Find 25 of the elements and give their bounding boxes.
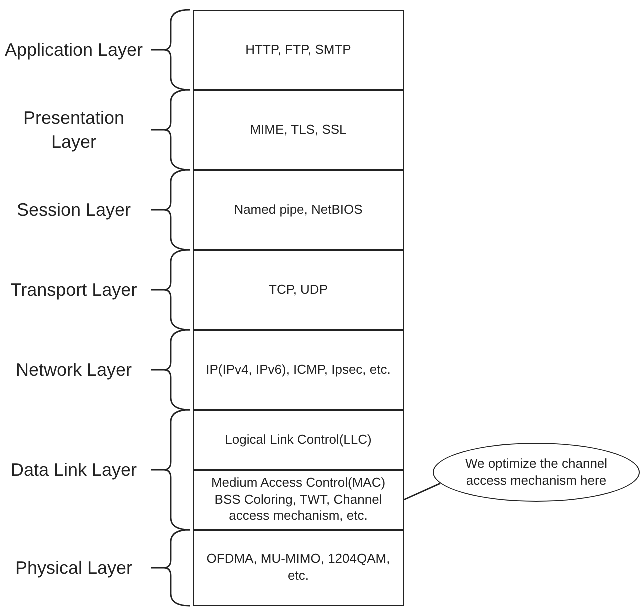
protocol-box <box>193 330 404 410</box>
protocol-box <box>193 530 404 606</box>
protocol-box <box>193 470 404 530</box>
layer-name: Presentation Layer <box>22 106 126 154</box>
layer-name: Data Link Layer <box>10 458 138 482</box>
layer-name: Application Layer <box>4 38 144 62</box>
connector-line <box>404 482 441 501</box>
box-text: Named pipe, NetBIOS <box>234 202 363 218</box>
protocol-box <box>193 250 404 330</box>
box-text: We optimize the channel access mechanism here <box>464 456 609 490</box>
box-text: TCP, UDP <box>269 282 328 298</box>
box-text: IP(IPv4, IPv6), ICMP, Ipsec, etc. <box>206 362 391 378</box>
protocol-box <box>193 10 404 90</box>
protocol-box <box>193 410 404 470</box>
protocol-box <box>193 170 404 250</box>
box-text: MIME, TLS, SSL <box>250 122 347 138</box>
layer-name: Physical Layer <box>14 556 134 580</box>
box-text: Medium Access Control(MAC) BSS Coloring, TWT, Channel access mechanism, etc. <box>210 474 387 526</box>
protocol-box <box>193 90 404 170</box>
layer-name: Session Layer <box>16 198 132 222</box>
layer-name: Transport Layer <box>10 278 138 302</box>
box-text: OFDMA, MU-MIMO, 1204QAM, etc. <box>206 551 392 585</box>
box-text: HTTP, FTP, SMTP <box>246 42 352 58</box>
layer-name: Network Layer <box>14 358 134 382</box>
box-text: Logical Link Control(LLC) <box>225 432 372 448</box>
